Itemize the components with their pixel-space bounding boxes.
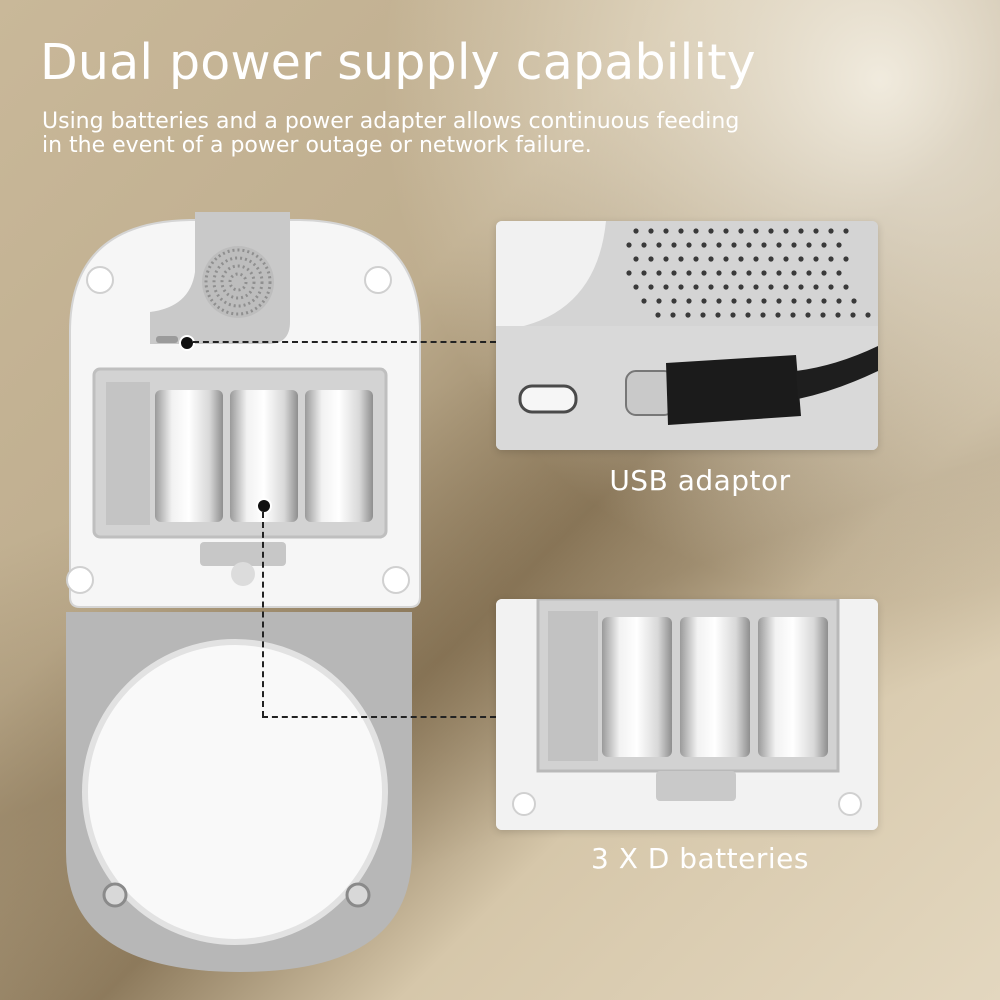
usb-adaptor-label: USB adaptor [609,464,791,497]
battery-closeup-illustration [496,599,878,830]
subtitle-line-2: in the event of a power outage or networ… [42,133,592,158]
usb-callout-dot [179,335,195,351]
speaker-grille-icon [202,246,274,318]
usb-c-cable-icon [625,346,878,425]
d-batteries-label: 3 X D batteries [591,842,809,875]
battery-closeup-panel [496,599,878,830]
screw-icon [102,882,128,908]
screw-icon [382,566,410,594]
feeder-device-illustration [66,212,421,972]
usb-port-small [156,336,178,343]
screw-icon [345,882,371,908]
screw-icon [364,266,392,294]
usb-c-port-icon [518,384,578,414]
battery-leader-line-vertical [262,512,264,717]
screw-icon [512,792,536,816]
subtitle-line-1: Using batteries and a power adapter allo… [42,109,740,134]
page-subtitle: Using batteries and a power adapter allo… [42,110,802,158]
screw-icon [86,266,114,294]
usb-closeup-illustration [496,221,878,450]
page-title: Dual power supply capability [40,34,756,91]
d-battery-icon [602,617,828,757]
screw-icon [66,566,94,594]
battery-leader-line-horizontal [262,716,496,718]
food-bowl [82,639,388,945]
usb-leader-line [193,341,496,343]
speaker-grille-icon [626,228,871,318]
battery-callout-dot [256,498,272,514]
screw-icon [838,792,862,816]
usb-closeup-panel [496,221,878,450]
d-battery-icon [155,390,373,522]
